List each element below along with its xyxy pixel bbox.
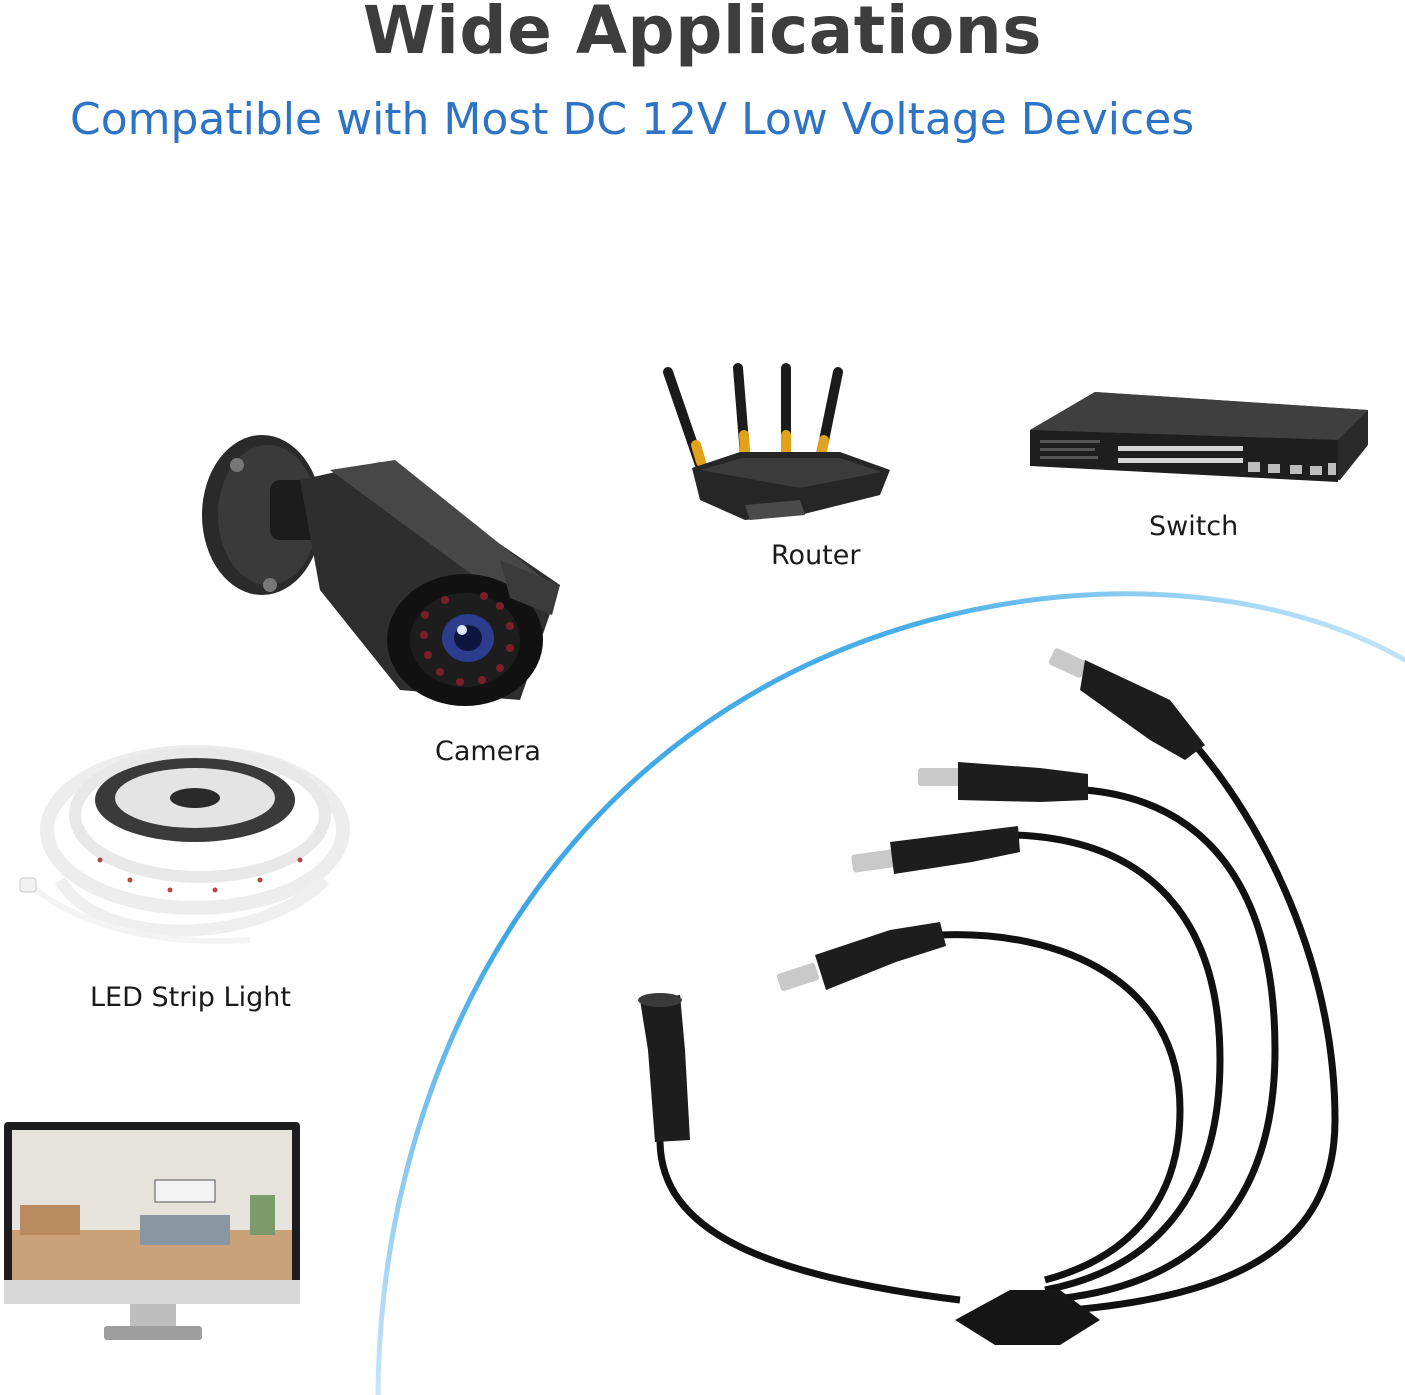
switch-label: Switch (1149, 511, 1239, 542)
page-title: Wide Applications (362, 0, 1043, 69)
camera-label: Camera (435, 736, 541, 767)
page-subtitle: Compatible with Most DC 12V Low Voltage … (70, 94, 1195, 145)
led-strip-label: LED Strip Light (90, 982, 291, 1013)
router-label: Router (771, 540, 861, 571)
